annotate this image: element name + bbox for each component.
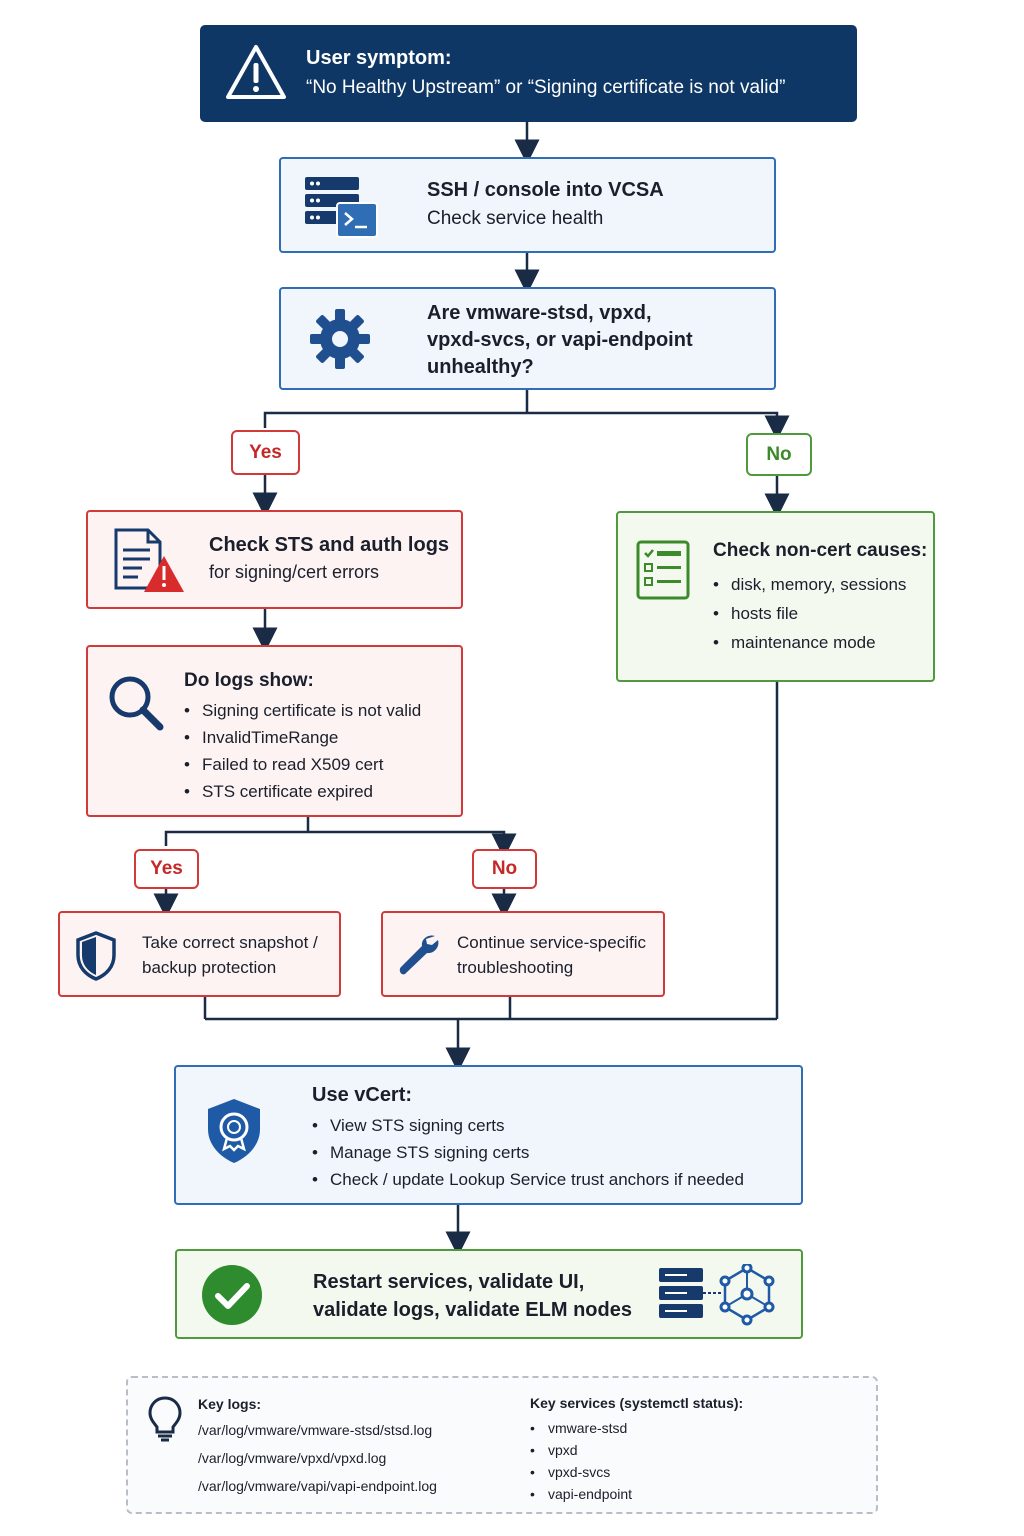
list-item: Manage STS signing certs — [312, 1139, 744, 1166]
vcert-title: Use vCert: — [312, 1084, 413, 1106]
list-item: Failed to read X509 cert — [184, 751, 421, 778]
list-item: vpxd — [530, 1439, 632, 1461]
list-item: vapi-endpoint — [530, 1483, 632, 1505]
list-item: vpxd-svcs — [530, 1461, 632, 1483]
ssh-step-subtitle: Check service health — [427, 208, 604, 229]
list-item: View STS signing certs — [312, 1112, 744, 1139]
list-item: Check / update Lookup Service trust anch… — [312, 1166, 744, 1193]
branch1-no-tag: No — [746, 433, 812, 476]
non-cert-title: Check non-cert causes: — [713, 540, 928, 561]
restart-line2: validate logs, validate ELM nodes — [313, 1299, 632, 1321]
key-log-path: /var/log/vmware/vpxd/vpxd.log — [198, 1450, 387, 1466]
services-question-box: Are vmware-stsd, vpxd, vpxd-svcs, or vap… — [279, 287, 776, 390]
snapshot-line1: Take correct snapshot / — [142, 933, 318, 952]
continue-line1: Continue service-specific — [457, 933, 646, 952]
services-question-line3: unhealthy? — [427, 356, 534, 378]
list-item: hosts file — [713, 599, 906, 628]
list-item: vmware-stsd — [530, 1417, 632, 1439]
checkmark-circle-icon — [202, 1265, 262, 1325]
lightbulb-icon — [148, 1396, 182, 1442]
snapshot-line2: backup protection — [142, 958, 277, 977]
symptom-header: User symptom: “No Healthy Upstream” or “… — [200, 25, 857, 122]
ssh-step-title: SSH / console into VCSA — [427, 179, 664, 201]
document-warning-icon — [114, 528, 184, 592]
non-cert-box: Check non-cert causes: disk, memory, ses… — [616, 511, 935, 682]
services-question-line2: vpxd-svcs, or vapi-endpoint — [427, 329, 693, 351]
key-services-title: Key services (systemctl status): — [530, 1395, 744, 1411]
check-logs-title: Check STS and auth logs — [209, 534, 450, 556]
ssh-step-box: SSH / console into VCSA Check service he… — [279, 157, 776, 253]
key-logs-title: Key logs: — [198, 1396, 262, 1412]
magnifier-icon — [109, 676, 164, 731]
list-item: STS certificate expired — [184, 778, 421, 805]
gear-icon — [310, 309, 370, 369]
continue-line2: troubleshooting — [457, 958, 574, 977]
key-info-box: Key logs: /var/log/vmware/vmware-stsd/st… — [126, 1376, 878, 1514]
restart-line1: Restart services, validate UI, — [313, 1271, 585, 1293]
warning-icon — [226, 45, 286, 99]
server-network-icon — [659, 1264, 775, 1326]
certificate-shield-icon — [208, 1099, 260, 1163]
list-item: Signing certificate is not valid — [184, 697, 421, 724]
list-item: InvalidTimeRange — [184, 724, 421, 751]
wrench-icon — [399, 935, 439, 975]
symptom-subtitle: “No Healthy Upstream” or “Signing certif… — [306, 77, 786, 98]
continue-box: Continue service-specific troubleshootin… — [381, 911, 665, 997]
restart-box: Restart services, validate UI, validate … — [175, 1249, 803, 1339]
key-log-path: /var/log/vmware/vapi/vapi-endpoint.log — [198, 1478, 437, 1494]
checklist-icon — [636, 540, 690, 600]
branch1-yes-tag: Yes — [231, 430, 300, 475]
list-item: maintenance mode — [713, 628, 906, 657]
logs-question-title: Do logs show: — [184, 670, 314, 691]
server-terminal-icon — [305, 177, 378, 238]
logs-question-box: Do logs show: Signing certificate is not… — [86, 645, 463, 817]
key-services-list: vmware-stsd vpxd vpxd-svcs vapi-endpoint — [530, 1417, 632, 1505]
check-logs-subtitle: for signing/cert errors — [209, 562, 380, 582]
vcert-list: View STS signing certs Manage STS signin… — [312, 1112, 744, 1193]
branch2-yes-tag: Yes — [134, 849, 199, 889]
branch2-no-tag: No — [472, 849, 537, 889]
snapshot-box: Take correct snapshot / backup protectio… — [58, 911, 341, 997]
key-log-path: /var/log/vmware/vmware-stsd/stsd.log — [198, 1422, 433, 1438]
list-item: disk, memory, sessions — [713, 570, 906, 599]
logs-question-list: Signing certificate is not valid Invalid… — [184, 697, 421, 805]
shield-icon — [76, 931, 116, 981]
vcert-box: Use vCert: View STS signing certs Manage… — [174, 1065, 803, 1205]
non-cert-list: disk, memory, sessions hosts file mainte… — [713, 570, 906, 657]
check-logs-box: Check STS and auth logs for signing/cert… — [86, 510, 463, 609]
services-question-line1: Are vmware-stsd, vpxd, — [427, 302, 652, 324]
symptom-title: User symptom: — [306, 47, 452, 69]
